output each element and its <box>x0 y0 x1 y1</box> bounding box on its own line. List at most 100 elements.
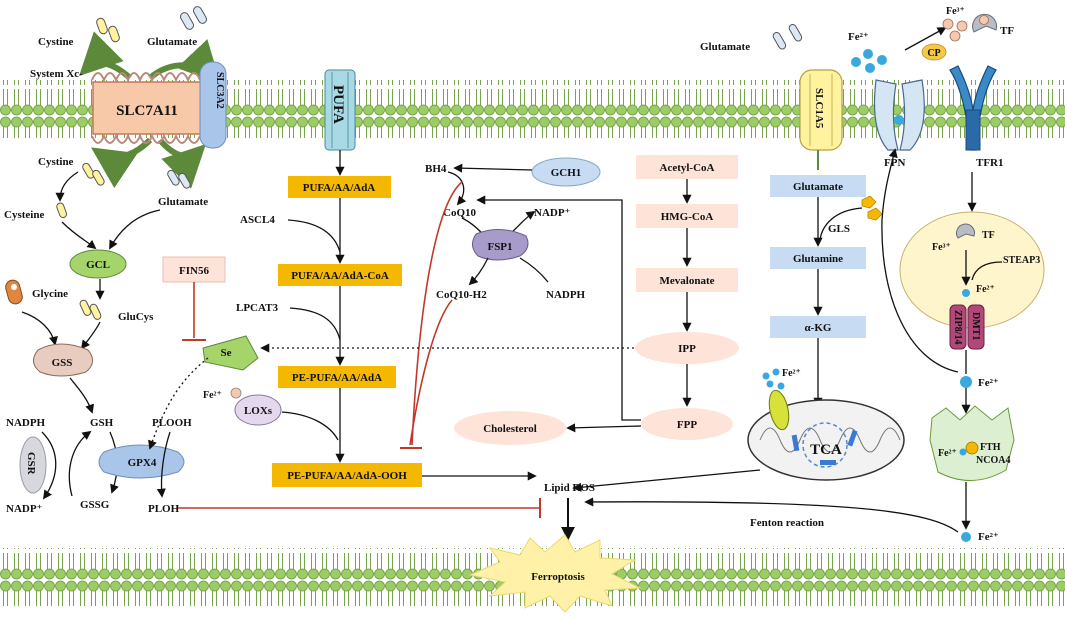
glutamate-right-icon <box>772 23 803 50</box>
gcl-node <box>69 249 127 279</box>
glutamate-out-label: Glutamate <box>147 36 197 48</box>
cystine-icon <box>96 17 120 43</box>
fpp-to-coq10-arrow <box>476 195 641 421</box>
slc1a5-transporter <box>799 69 843 151</box>
loxs-label: LOXs <box>244 405 273 417</box>
ipp-label: IPP <box>678 343 696 355</box>
cystine-in-icon <box>82 162 105 186</box>
mevalonate-box <box>636 268 738 292</box>
fe3-top-label: Fe³⁺ <box>946 6 965 17</box>
cp-label: CP <box>927 48 940 59</box>
glycine-to-gss-arrow <box>21 311 58 346</box>
cholesterol-label: Cholesterol <box>483 423 537 435</box>
zip814-label: ZIP8/14 <box>952 310 963 344</box>
fe2-to-fe3-arrow <box>904 27 947 51</box>
bh4-label: BH4 <box>425 163 447 175</box>
mito-iron-channel <box>762 368 790 431</box>
se-label: Se <box>221 347 232 359</box>
tfr1-receptor <box>949 65 997 151</box>
pufa-box-label: PUFA/AA/AdA <box>303 182 376 194</box>
glucys-icon <box>79 299 102 320</box>
system-xc-label: System Xc- <box>30 68 83 80</box>
cystine-in-label: Cystine <box>38 156 74 168</box>
acetyl-coa-label: Acetyl-CoA <box>660 162 715 174</box>
fe2-bottom-ion <box>961 532 971 542</box>
tfr1-label: TFR1 <box>976 157 1004 169</box>
glutamine-label: Glutamine <box>793 253 843 265</box>
fpp-label: FPP <box>677 419 697 431</box>
gls-label: GLS <box>828 223 850 235</box>
glucys-label: GluCys <box>118 311 154 323</box>
ascl4-label: ASCL4 <box>240 214 275 226</box>
cysteine-label: Cysteine <box>4 209 44 221</box>
nadph-left-label: NADPH <box>6 417 46 429</box>
fe2-ferritin-label: Fe²⁺ <box>938 448 957 459</box>
system-xc-transporter <box>79 31 227 189</box>
steap3-arrow <box>971 261 1003 281</box>
fin56-label: FIN56 <box>179 265 209 277</box>
fe2-endo-ion <box>962 289 970 297</box>
mevalonate-label: Mevalonate <box>660 275 715 287</box>
fpn-channel <box>873 79 925 151</box>
plooh-to-ploh-arrow <box>156 431 171 498</box>
glutamate-box <box>770 175 866 197</box>
glutamate-right-label: Glutamate <box>700 41 750 53</box>
pufa-channel-label: PUFA <box>330 85 346 124</box>
gch1-to-bh4-arrow <box>453 163 533 173</box>
mito-to-lipid-ros-arrow <box>572 469 761 492</box>
akg-box <box>770 316 866 338</box>
nadph-fsp1-label: NADPH <box>546 289 586 301</box>
fe2-endo-label: Fe²⁺ <box>976 284 995 295</box>
cysteine-icon <box>56 202 68 219</box>
coq10h2-inhibit-line <box>409 299 453 446</box>
steap3-label: STEAP3 <box>1003 255 1040 266</box>
glucys-to-gss-arrow <box>80 321 101 350</box>
tca-label: TCA <box>810 442 842 458</box>
fpp-to-cholesterol-arrow <box>566 423 642 433</box>
pe-pufa-ooh-box <box>272 463 422 487</box>
pufa-box <box>288 176 391 198</box>
gss-to-gsh-arrow <box>69 377 95 414</box>
fsp1-label: FSP1 <box>487 241 512 253</box>
coq10h2-label: CoQ10-H2 <box>436 289 487 301</box>
nadp-left-label: NADP⁺ <box>6 503 43 515</box>
fe3-ions-top <box>942 18 968 42</box>
coq10-label: CoQ10 <box>443 207 477 219</box>
dmt1-label: DMT1 <box>970 312 981 340</box>
gss-label: GSS <box>52 357 73 369</box>
fe2-top-label: Fe²⁺ <box>848 31 869 43</box>
loxs-arrow <box>281 411 339 441</box>
fsp1-node <box>472 229 529 261</box>
fpn-label: FPN <box>884 157 905 169</box>
glutamate-icon <box>180 6 207 30</box>
glutamate-to-gcl-arrow <box>109 209 161 250</box>
ploh-label: PLOH <box>148 503 180 515</box>
fe2-pool-ion <box>960 376 972 388</box>
pufa-coa-box <box>278 264 402 286</box>
slc7a11-label: SLC7A11 <box>116 103 178 119</box>
gls-icon <box>861 195 883 221</box>
glutamate-in-icon <box>167 169 191 189</box>
gssg-to-gsh-arrow <box>68 430 92 497</box>
cp-node <box>921 43 947 61</box>
cysteine-to-gcl-arrow <box>61 221 97 250</box>
fpp-node <box>641 408 733 440</box>
fe-lox-label: Fe²⁺ <box>203 390 222 401</box>
zip-dmt1-channel <box>949 304 985 350</box>
gpx4-label: GPX4 <box>128 457 157 469</box>
tf-top-label: TF <box>1000 25 1014 37</box>
pe-pufa-ooh-label: PE-PUFA/AA/AdA-OOH <box>287 470 407 482</box>
fe2-pool-label: Fe²⁺ <box>978 377 999 389</box>
fe2-ions-top <box>851 49 887 73</box>
fenton-arrow <box>584 497 959 533</box>
fe3-endo-label: Fe³⁺ <box>932 242 951 253</box>
nadph-to-nadp-arrow <box>41 431 57 500</box>
pool-to-fpn-arrow <box>881 148 959 373</box>
ncoa4-label: NCOA4 <box>976 455 1010 466</box>
loxs-node <box>234 394 282 426</box>
fe2-ferritin-ion <box>959 448 967 456</box>
lpcat3-label: LPCAT3 <box>236 302 278 314</box>
bh4-to-coq10-arrow <box>447 171 467 206</box>
ferroptosis-burst <box>468 534 642 613</box>
